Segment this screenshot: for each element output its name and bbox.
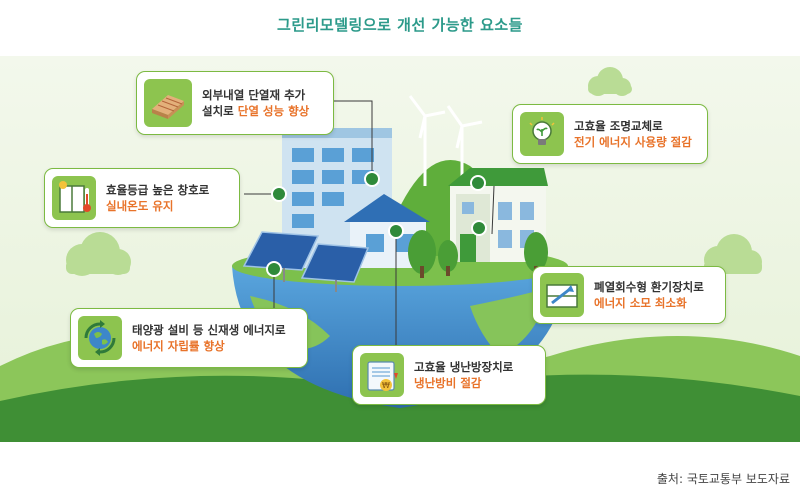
callout-windows: 효율등급 높은 창호로 실내온도 유지: [44, 168, 240, 228]
callout-lighting: 고효율 조명교체로 전기 에너지 사용량 절감: [512, 104, 708, 164]
callout-solar-line1: 태양광 설비 등 신재생 에너지로: [132, 323, 286, 337]
trees: [408, 230, 548, 278]
callout-windows-line2: 실내온도 유지: [106, 199, 174, 213]
callout-ventilation: 폐열회수형 환기장치로 에너지 소모 최소화: [532, 266, 726, 324]
callout-insulation-line2: 설치로 단열 성능 향상: [202, 104, 310, 118]
recycle-globe-icon: [78, 316, 122, 360]
callout-solar-line2: 에너지 자립률 향상: [132, 339, 225, 353]
marker-dots: [266, 171, 487, 277]
callout-insulation: 외부내열 단열재 추가 설치로 단열 성능 향상: [136, 71, 334, 135]
callout-insulation-line1: 외부내열 단열재 추가: [202, 88, 306, 102]
callout-ventilation-line2: 에너지 소모 최소화: [594, 296, 687, 310]
callout-lighting-line1: 고효율 조명교체로: [574, 119, 663, 133]
insulation-board-icon: [144, 79, 192, 127]
callout-windows-line1: 효율등급 높은 창호로: [106, 183, 210, 197]
source-caption: 출처: 국토교통부 보도자료: [656, 472, 790, 486]
solar-panels: [242, 231, 370, 292]
callout-heating-line1: 고효율 냉난방장치로: [414, 360, 514, 374]
cloud-left: [66, 232, 131, 276]
heater-icon: ₩: [360, 353, 404, 397]
callout-heating-line2: 냉난방비 절감: [414, 376, 482, 390]
callout-lighting-line2: 전기 에너지 사용량 절감: [574, 135, 692, 149]
callout-heating: ₩ 고효율 냉난방장치로 냉난방비 절감: [352, 345, 546, 405]
page-title: 그린리모델링으로 개선 가능한 요소들: [277, 16, 523, 34]
wind-turbines: [408, 95, 483, 196]
cloud-top: [588, 67, 632, 96]
callout-solar: 태양광 설비 등 신재생 에너지로 에너지 자립률 향상: [70, 308, 308, 368]
window-thermometer-icon: [52, 176, 96, 220]
callout-ventilation-line1: 폐열회수형 환기장치로: [594, 280, 704, 294]
light-bulb-icon: [520, 112, 564, 156]
ventilation-icon: [540, 273, 584, 317]
svg-text:₩: ₩: [382, 381, 390, 390]
